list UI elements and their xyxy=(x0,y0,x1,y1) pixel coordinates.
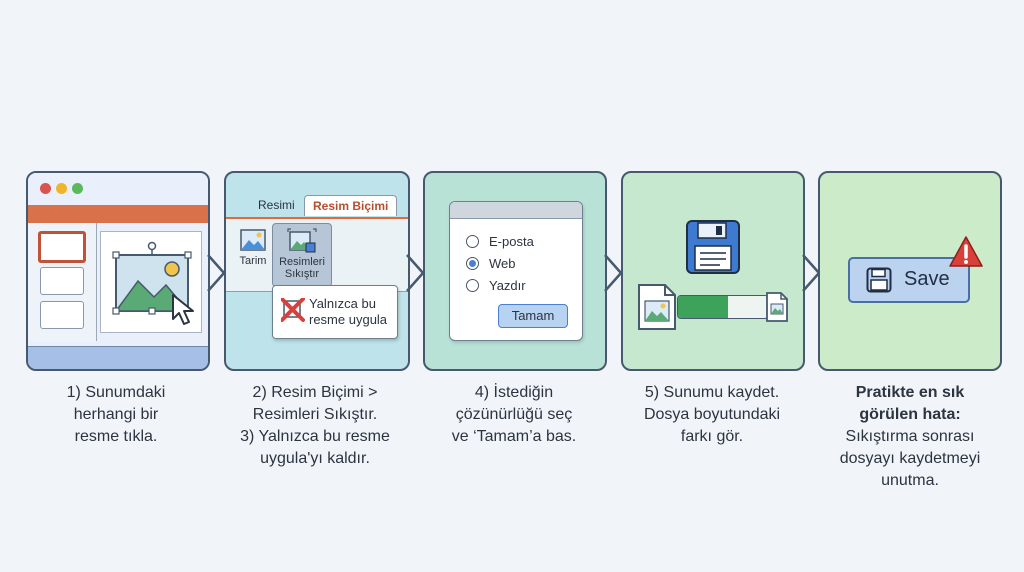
radio-circle[interactable] xyxy=(466,279,479,292)
radio-label: E-posta xyxy=(489,234,534,249)
tarim-tool[interactable]: Tarim xyxy=(236,229,270,277)
caption-line: Resimleri Sıkıştır. xyxy=(252,406,378,423)
radio-circle[interactable] xyxy=(466,235,479,248)
tool-label: Resimleri xyxy=(279,256,325,268)
caption-line: herhangi bir xyxy=(73,406,159,423)
caption-line: unutma. xyxy=(881,472,939,489)
caption-line: 3) Yalnızca bu resme xyxy=(240,428,390,445)
step4-panel xyxy=(621,171,805,371)
slide-thumbnails xyxy=(28,223,97,341)
apply-only-label: Yalnızca bu resme uygula xyxy=(309,296,387,328)
caption-line: 5) Sunumu kaydet. xyxy=(644,384,780,401)
warning-icon xyxy=(949,236,983,267)
app-ribbon xyxy=(28,205,208,223)
apply-only-option[interactable]: Yalnızca bu resme uygula xyxy=(272,285,398,339)
caption-line: resme tıkla. xyxy=(74,428,158,445)
caption-line: farkı gör. xyxy=(680,428,744,445)
compress-icon xyxy=(287,228,317,253)
step2-panel: Resimi Resim Biçimi Tarim Resimleri Sıkı… xyxy=(224,171,410,371)
ribbon-tabs: Resimi Resim Biçimi xyxy=(226,195,408,217)
floppy-disk-icon xyxy=(686,220,740,274)
caption-bold-line: görülen hata: xyxy=(859,406,961,423)
caption-line: çözünürlüğü seç xyxy=(455,406,573,423)
radio-yazdir[interactable]: Yazdır xyxy=(466,278,526,293)
radio-web[interactable]: Web xyxy=(466,256,516,271)
step1-panel xyxy=(26,171,210,371)
status-bar xyxy=(28,346,208,369)
size-progress-bar xyxy=(677,295,769,319)
save-button[interactable]: Save xyxy=(848,257,970,303)
small-file-icon xyxy=(766,292,788,322)
ribbon-toolbar: Tarim Resimleri Sıkıştır xyxy=(226,219,408,292)
ok-button[interactable]: Tamam xyxy=(498,304,568,328)
step5-caption: Pratikte en sık görülen hata: Sıkıştırma… xyxy=(818,382,1002,492)
compress-pictures-button[interactable]: Resimleri Sıkıştır xyxy=(272,223,332,287)
slide-thumb-selected[interactable] xyxy=(38,231,86,263)
tab-resimi[interactable]: Resimi xyxy=(258,198,295,212)
large-file-icon xyxy=(638,284,676,330)
step1-caption: 1) Sunumdaki herhangi bir resme tıkla. xyxy=(30,382,202,448)
slide-thumb[interactable] xyxy=(40,301,84,329)
radio-circle-selected[interactable] xyxy=(466,257,479,270)
radio-e-posta[interactable]: E-posta xyxy=(466,234,534,249)
step3-caption: 4) İstediğin çözünürlüğü seç ve ‘Tamam’a… xyxy=(424,382,604,448)
cursor-icon xyxy=(172,294,194,325)
radio-label: Yazdır xyxy=(489,278,526,293)
red-x-icon xyxy=(281,298,305,322)
caption-line: Sıkıştırma sonrası xyxy=(845,428,975,445)
caption-bold-line: Pratikte en sık xyxy=(855,384,965,401)
step3-panel: E-posta Web Yazdır Tamam xyxy=(423,171,607,371)
slide-thumb[interactable] xyxy=(40,267,84,295)
tool-label: Sıkıştır xyxy=(284,268,320,280)
caption-line: 2) Resim Biçimi > xyxy=(252,384,378,401)
caption-line: Dosya boyutundaki xyxy=(643,406,781,423)
close-dot-icon[interactable] xyxy=(40,183,51,194)
dialog-titlebar xyxy=(450,202,582,219)
caption-line: 1) Sunumdaki xyxy=(66,384,166,401)
progress-fill xyxy=(678,296,728,318)
selected-image-icon[interactable] xyxy=(108,233,208,333)
floppy-disk-icon xyxy=(866,267,892,293)
caption-line: dosyayı kaydetmeyi xyxy=(839,450,981,467)
tab-resim-bicimi[interactable]: Resim Biçimi xyxy=(304,195,398,216)
step2-caption: 2) Resim Biçimi > Resimleri Sıkıştır. 3)… xyxy=(222,382,408,470)
resolution-dialog: E-posta Web Yazdır Tamam xyxy=(449,201,583,341)
step4-caption: 5) Sunumu kaydet. Dosya boyutundaki fark… xyxy=(622,382,802,448)
image-icon xyxy=(240,229,266,251)
option-line: Yalnızca bu xyxy=(309,296,376,311)
step5-panel: Save xyxy=(818,171,1002,371)
caption-line: uygula'yı kaldır. xyxy=(260,450,370,467)
caption-line: 4) İstediğin xyxy=(474,384,554,401)
caption-line: ve ‘Tamam’a bas. xyxy=(451,428,577,445)
tab-underline xyxy=(226,217,408,219)
tool-label: Tarim xyxy=(239,255,267,267)
radio-label: Web xyxy=(489,256,516,271)
option-line: resme uygula xyxy=(309,312,388,327)
maximize-dot-icon[interactable] xyxy=(72,183,83,194)
save-label: Save xyxy=(904,268,950,290)
minimize-dot-icon[interactable] xyxy=(56,183,67,194)
window-titlebar xyxy=(28,173,208,203)
